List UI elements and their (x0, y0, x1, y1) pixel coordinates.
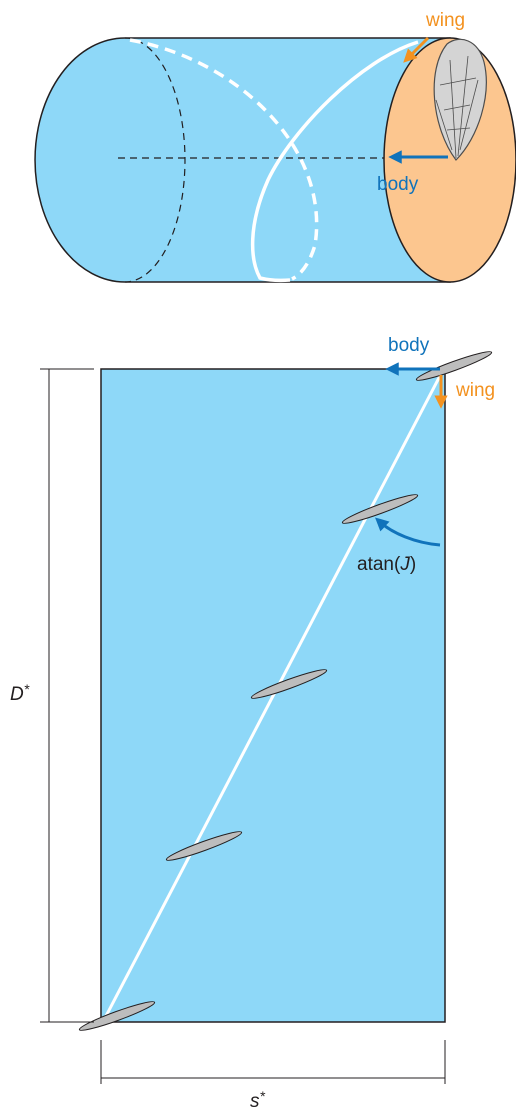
wing-section (250, 669, 328, 699)
angle-label: atan(J) (357, 554, 416, 575)
wing-arrow (403, 36, 430, 63)
wing-section (341, 494, 419, 524)
angle-arrow (375, 517, 441, 547)
wing-section (165, 831, 243, 861)
width-label: s* (250, 1088, 266, 1112)
width-dimension (100, 1040, 446, 1084)
hidden-ring-dashed (124, 37, 186, 283)
height-label: D* (10, 681, 30, 705)
helical-path-front (250, 40, 419, 283)
insect-wing-icon (433, 38, 487, 161)
helical-path-back (129, 38, 319, 281)
height-dimension (40, 368, 94, 1023)
unrolled-view: body wing atan(J) D* s* (10, 335, 495, 1112)
cylinder-view: wing body (34, 10, 516, 283)
wing-label: wing (425, 10, 465, 31)
helical-path-unrolled (103, 371, 444, 1019)
body-label: body (377, 174, 419, 195)
wing-label-unrolled: wing (455, 380, 495, 401)
body-label-unrolled: body (388, 335, 430, 356)
wing-section (78, 1001, 156, 1031)
wing-section (415, 351, 493, 381)
cylinder-surface (34, 37, 451, 283)
